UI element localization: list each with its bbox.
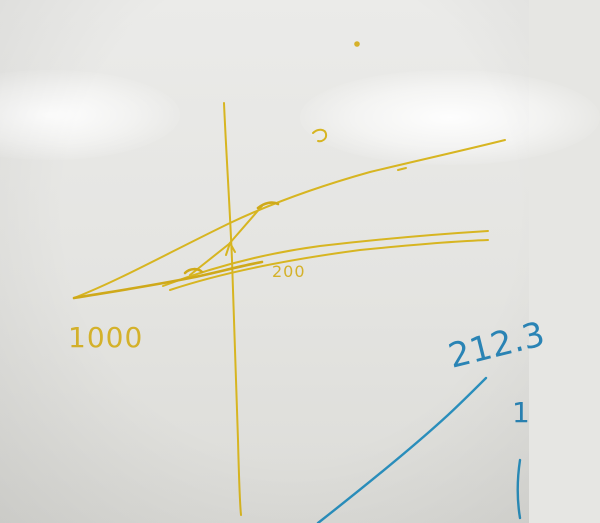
whiteboard-ink: 1000 200 212.3 1: [68, 41, 549, 523]
right-tick-mark: [397, 167, 407, 171]
lower-curve: [169, 239, 489, 291]
middle-curve: [162, 230, 489, 287]
scribble-mark: [312, 128, 328, 143]
left-bold-line: [72, 260, 264, 300]
blue-diagonal-line: [316, 376, 488, 523]
arrow-head: [225, 242, 236, 256]
dot-mark: [354, 41, 360, 47]
label-mid-value: 200: [272, 262, 306, 281]
blue-right-stroke: [516, 458, 522, 520]
vertical-axis-line: [223, 102, 242, 516]
label-right-partial: 1: [512, 396, 530, 429]
upper-curve: [73, 139, 506, 299]
label-right-value: 212.3: [445, 314, 549, 376]
label-left-value: 1000: [68, 321, 143, 354]
lower-tick-mark: [183, 267, 204, 275]
upper-tick-mark: [256, 201, 280, 210]
